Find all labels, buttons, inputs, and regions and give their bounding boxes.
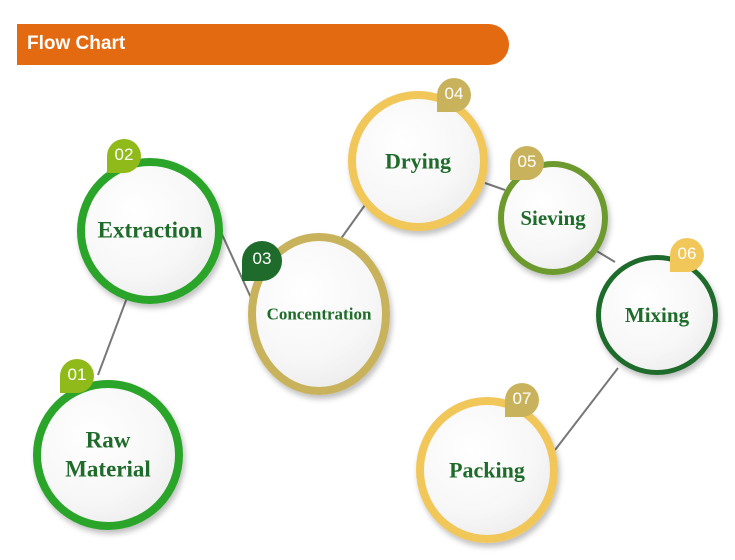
step-05-badge: 05 [510,146,544,180]
page-title: Flow Chart [27,33,126,54]
connector-06-07 [554,367,619,451]
step-01-number: 01 [67,365,87,384]
step-02-number: 02 [114,145,134,164]
step-02-circle: Extraction [77,158,223,304]
step-07-number: 07 [512,389,532,408]
step-06-label: Mixing [624,302,690,327]
step-07-label: Packing [449,457,525,483]
step-04-label: Drying [385,148,451,174]
step-05-number: 05 [517,152,537,171]
step-04-circle: Drying [348,91,488,231]
step-03-label: Concentration [266,304,372,324]
step-02-label: Extraction [97,217,203,243]
step-04-number: 04 [444,84,464,103]
step-03-badge: 03 [242,241,282,281]
step-06-number: 06 [677,244,697,263]
connector-04-05 [484,182,506,191]
step-04-badge: 04 [437,78,471,112]
step-03-number: 03 [252,249,272,268]
connector-03-04 [339,204,366,241]
connector-05-06 [594,249,616,263]
step-01-label: Raw Material [65,427,151,481]
step-07-badge: 07 [505,383,539,417]
step-06-badge: 06 [670,238,704,272]
step-07-circle: Packing [416,397,558,543]
step-06-circle: Mixing [596,255,718,375]
step-05-circle: Sieving [498,161,608,275]
step-03-circle: Concentration [248,233,390,395]
step-01-badge: 01 [60,359,94,393]
connector-01-02 [97,294,129,376]
header-banner: Flow Chart [17,24,509,65]
step-01-circle: Raw Material [33,380,183,530]
step-02-badge: 02 [107,139,141,173]
step-05-label: Sieving [520,205,586,230]
connector-02-03 [219,229,253,301]
